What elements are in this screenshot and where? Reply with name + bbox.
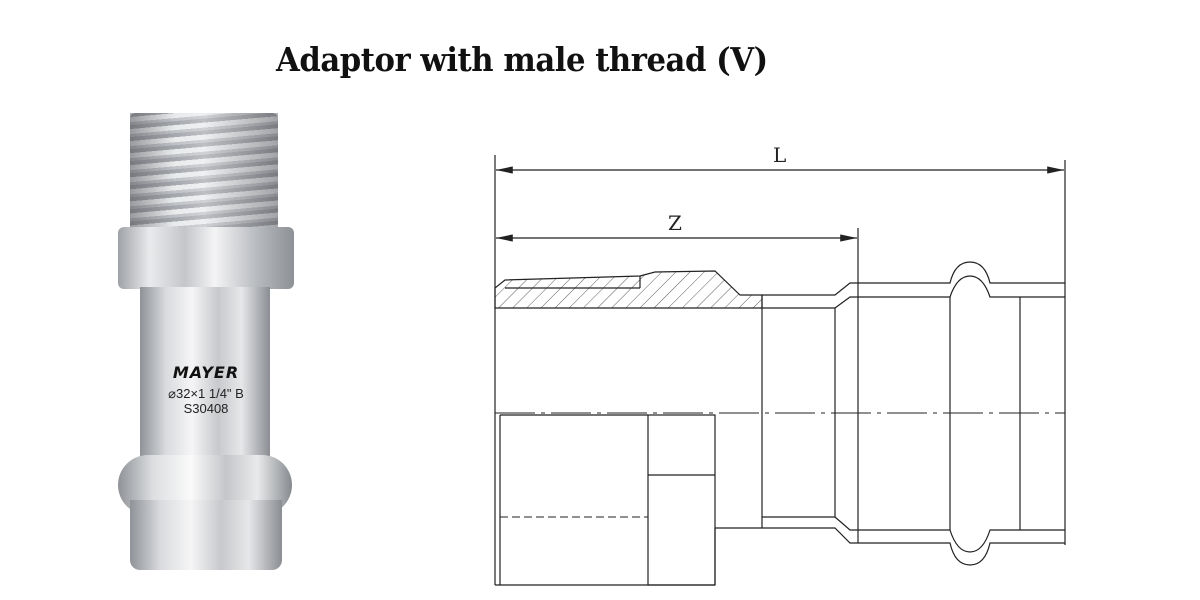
product-photo: MAYER ⌀32×1 1/4" B S30408	[110, 105, 310, 585]
thread-section	[494, 270, 763, 309]
dimension-label-z: Z	[668, 211, 682, 235]
dimension-label-l: L	[773, 143, 786, 167]
spec-marking: ⌀32×1 1/4" B S30408	[136, 386, 276, 416]
material-marking: S30408	[183, 401, 229, 416]
size-marking: ⌀32×1 1/4" B	[168, 386, 244, 401]
fitting-body	[140, 287, 270, 487]
hex-nut	[118, 227, 294, 289]
page-title: Adaptor with male thread (V)	[276, 40, 768, 79]
fitting-end	[130, 500, 282, 570]
brand-marking: MAYER	[172, 363, 240, 382]
